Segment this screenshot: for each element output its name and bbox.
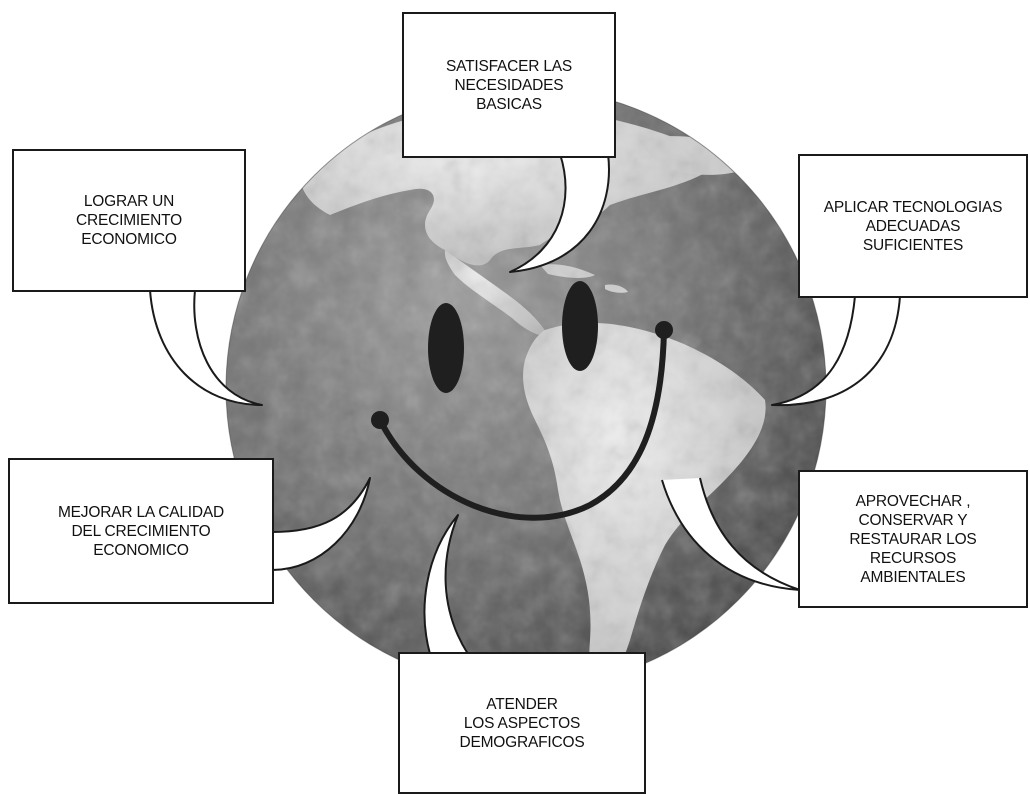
callout-text-left-upper: LOGRAR UN CRECIMIENTO ECONOMICO	[76, 192, 182, 249]
globe-landmasses	[226, 88, 826, 700]
callout-text-right-lower: APROVECHAR , CONSERVAR Y RESTAURAR LOS R…	[849, 492, 976, 587]
callout-text-left-lower: MEJORAR LA CALIDAD DEL CRECIMIENTO ECONO…	[58, 503, 224, 560]
callout-box-top: SATISFACER LAS NECESIDADES BASICAS	[402, 12, 616, 158]
callout-box-left-lower: MEJORAR LA CALIDAD DEL CRECIMIENTO ECONO…	[8, 458, 274, 604]
callout-text-bottom: ATENDER LOS ASPECTOS DEMOGRAFICOS	[459, 695, 584, 752]
callout-box-bottom: ATENDER LOS ASPECTOS DEMOGRAFICOS	[398, 652, 646, 794]
callout-text-right-upper: APLICAR TECNOLOGIAS ADECUADAS SUFICIENTE…	[824, 198, 1003, 255]
smile-right-dimple	[655, 321, 673, 339]
callout-text-top: SATISFACER LAS NECESIDADES BASICAS	[446, 57, 572, 114]
globe-texture	[226, 88, 826, 688]
callout-box-left-upper: LOGRAR UN CRECIMIENTO ECONOMICO	[12, 149, 246, 292]
smile-left-dimple	[371, 411, 389, 429]
callout-box-right-upper: APLICAR TECNOLOGIAS ADECUADAS SUFICIENTE…	[798, 154, 1028, 298]
left-eye	[428, 303, 464, 393]
callout-box-right-lower: APROVECHAR , CONSERVAR Y RESTAURAR LOS R…	[798, 470, 1028, 608]
globe	[226, 88, 826, 700]
right-eye	[562, 281, 598, 371]
